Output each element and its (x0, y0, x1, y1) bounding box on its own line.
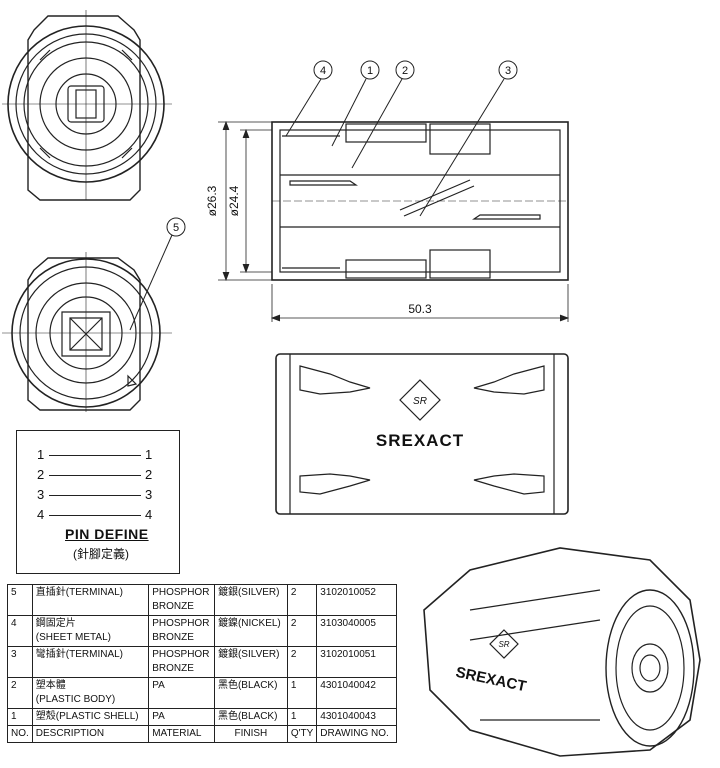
pin-define-subtitle: (針腳定義) (73, 547, 129, 561)
bom-desc-line1: 彎插針(TERMINAL) (35, 649, 124, 660)
bom-material: PA (148, 677, 215, 709)
callout-4: 4 (320, 65, 326, 77)
pin-define-box: 1 1 2 2 3 3 4 4 PIN DEFINE (針腳定義) (16, 430, 180, 574)
table-row: 1 塑殼(PLASTIC SHELL) PA 黑色(BLACK) 1 43010… (7, 708, 397, 726)
bom-header-drawing-no: DRAWING NO. (316, 725, 397, 743)
pin-row-1: 1 1 (17, 447, 179, 463)
bom-finish: 黑色(BLACK) (213, 708, 288, 726)
bom-mat-line2: BRONZE (152, 632, 194, 643)
bom-description: 鋼固定片 (SHEET METAL) (31, 615, 150, 647)
bom-mat-line1: PHOSPHOR (152, 618, 210, 629)
bom-desc-line1: 鋼固定片 (35, 618, 76, 629)
bom-description: 塑本體 (PLASTIC BODY) (31, 677, 150, 709)
bom-drawing-no: 3102010051 (316, 646, 397, 678)
end-view-top (2, 10, 172, 201)
bom-no: 5 (7, 584, 33, 616)
bom-material: PA (148, 708, 215, 726)
bom-mat-line2: BRONZE (152, 663, 194, 674)
bom-material: PHOSPHOR BRONZE (148, 646, 215, 678)
bom-mat-line1: PHOSPHOR (152, 649, 210, 660)
bom-qty: 2 (286, 584, 318, 616)
pin-wire-4 (49, 515, 141, 516)
bom-header-material: MATERIAL (148, 725, 215, 743)
bom-qty: 2 (286, 615, 318, 647)
callout-2: 2 (402, 65, 408, 77)
table-row: 4 鋼固定片 (SHEET METAL) PHOSPHOR BRONZE 鍍鎳(NI… (7, 615, 397, 647)
bom-no: 4 (7, 615, 33, 647)
bom-header-qty: Q'TY (286, 725, 318, 743)
callout-3: 3 (505, 65, 511, 77)
perspective-view (423, 547, 701, 757)
bom-desc-line2: (PLASTIC BODY) (35, 694, 116, 705)
bom-desc-line2: (SHEET METAL) (35, 632, 111, 643)
bom-desc-line1: 塑本體 (35, 680, 66, 691)
emblem-text-perspective: SR (498, 640, 509, 649)
pin-right-2: 2 (145, 467, 153, 482)
bom-drawing-no: 3102010052 (316, 584, 397, 616)
bom-header-description: DESCRIPTION (31, 725, 150, 743)
pin-left-2: 2 (37, 467, 45, 482)
pin-right-1: 1 (145, 447, 153, 462)
pin-right-4: 4 (145, 507, 153, 522)
brand-name-side: SREXACT (376, 431, 464, 450)
table-row: 3 彎插針(TERMINAL) PHOSPHOR BRONZE 鍍銀(SILVER… (7, 646, 397, 678)
bom-mat-line2: BRONZE (152, 601, 194, 612)
section-view (271, 121, 569, 281)
pin-define-title: PIN DEFINE (65, 526, 149, 542)
bom-description: 直插針(TERMINAL) (31, 584, 150, 616)
pin-row-2: 2 2 (17, 467, 179, 483)
callout-5: 5 (173, 222, 179, 234)
bom-finish: 黑色(BLACK) (213, 677, 288, 709)
callout-bubbles (129, 60, 518, 331)
dim-inner-diameter: ø24.4 (227, 185, 241, 216)
dim-outer-diameter: ø26.3 (205, 185, 219, 216)
brand-name-perspective: SREXACT (454, 664, 528, 696)
bom-finish: 鍍鎳(NICKEL) (213, 615, 288, 647)
callout-1: 1 (367, 65, 373, 77)
bom-description: 彎插針(TERMINAL) (31, 646, 150, 678)
bom-mat-line1: PHOSPHOR (152, 587, 210, 598)
outside-view (275, 353, 569, 515)
bom-qty: 1 (286, 677, 318, 709)
pin-wire-1 (49, 455, 141, 456)
bom-no: 1 (7, 708, 33, 726)
table-row: 2 塑本體 (PLASTIC BODY) PA 黑色(BLACK) 1 43010… (7, 677, 397, 709)
bom-finish: 鍍銀(SILVER) (213, 646, 288, 678)
emblem-text-side: SR (413, 396, 427, 407)
bom-desc-line1: 直插針(TERMINAL) (35, 587, 124, 598)
pin-left-4: 4 (37, 507, 45, 522)
bom-material: PHOSPHOR BRONZE (148, 584, 215, 616)
bom-qty: 1 (286, 708, 318, 726)
pin-wire-3 (49, 495, 141, 496)
pin-row-4: 4 4 (17, 507, 179, 523)
bom-finish: 鍍銀(SILVER) (213, 584, 288, 616)
bom-description: 塑殼(PLASTIC SHELL) (31, 708, 150, 726)
bom-no: 2 (7, 677, 33, 709)
bom-table: 5 直插針(TERMINAL) PHOSPHOR BRONZE 鍍銀(SILVER… (7, 584, 397, 743)
bom-drawing-no: 3103040005 (316, 615, 397, 647)
bom-drawing-no: 4301040043 (316, 708, 397, 726)
pin-left-3: 3 (37, 487, 45, 502)
pin-left-1: 1 (37, 447, 45, 462)
bom-no: 3 (7, 646, 33, 678)
pin-right-3: 3 (145, 487, 153, 502)
dim-length: 50.3 (408, 302, 432, 316)
dimension-lines (218, 120, 570, 322)
bom-material: PHOSPHOR BRONZE (148, 615, 215, 647)
pin-wire-2 (49, 475, 141, 476)
table-row: 5 直插針(TERMINAL) PHOSPHOR BRONZE 鍍銀(SILVER… (7, 584, 397, 616)
end-view-bottom (2, 252, 172, 412)
bom-drawing-no: 4301040042 (316, 677, 397, 709)
bom-header-no: NO. (7, 725, 33, 743)
bom-header-finish: FINISH (213, 725, 288, 743)
pin-row-3: 3 3 (17, 487, 179, 503)
bom-qty: 2 (286, 646, 318, 678)
bom-header-row: NO. DESCRIPTION MATERIAL FINISH Q'TY DRA… (7, 725, 397, 743)
